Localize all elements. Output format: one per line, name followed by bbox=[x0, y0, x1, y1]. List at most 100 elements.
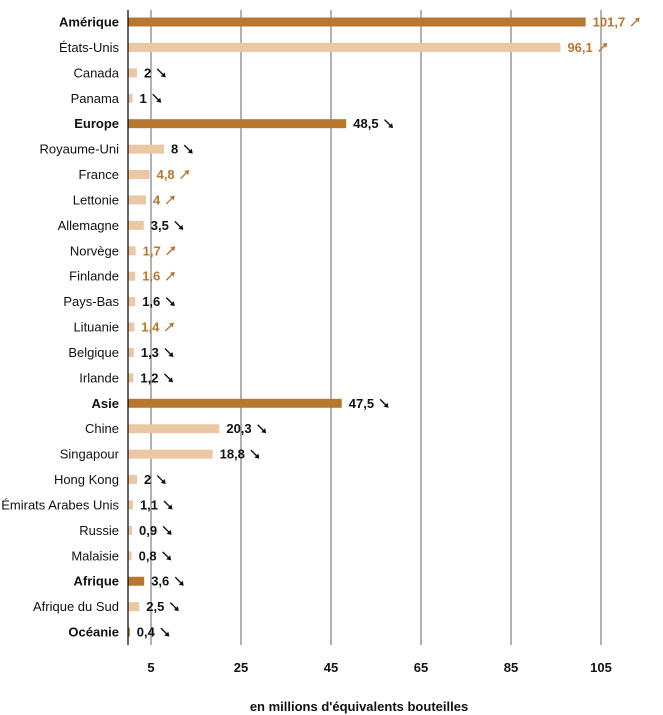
value-label: 1,2 bbox=[140, 370, 158, 385]
category-label: États-Unis bbox=[59, 40, 119, 55]
bar bbox=[128, 322, 135, 332]
trend-down-arrow-icon bbox=[379, 398, 389, 408]
x-tick-label: 85 bbox=[504, 660, 518, 675]
bar bbox=[128, 68, 137, 78]
bar bbox=[128, 297, 136, 307]
trend-down-arrow-icon bbox=[163, 373, 173, 383]
value-label: 1,6 bbox=[142, 269, 160, 284]
category-label: Pays-Bas bbox=[63, 294, 119, 309]
value-label: 1,6 bbox=[142, 294, 160, 309]
trend-down-arrow-icon bbox=[162, 525, 172, 535]
category-label: Hong Kong bbox=[54, 472, 119, 487]
trend-up-arrow-icon bbox=[164, 322, 174, 332]
category-labels: AmériqueÉtats-UnisCanadaPanamaEuropeRoya… bbox=[1, 15, 120, 640]
trend-down-arrow-icon bbox=[165, 297, 175, 307]
value-label: 1,7 bbox=[143, 243, 161, 258]
grid-lines bbox=[150, 10, 602, 645]
value-label: 0,4 bbox=[137, 625, 156, 640]
category-label: Malaisie bbox=[71, 548, 119, 563]
trend-up-arrow-icon bbox=[598, 42, 608, 52]
trend-down-arrow-icon bbox=[152, 93, 162, 103]
trend-down-arrow-icon bbox=[160, 627, 170, 637]
value-label: 48,5 bbox=[353, 116, 378, 131]
value-label: 96,1 bbox=[567, 40, 592, 55]
value-label: 2 bbox=[144, 472, 151, 487]
bar bbox=[128, 525, 133, 535]
bar bbox=[128, 271, 136, 281]
bar bbox=[128, 195, 146, 205]
value-label: 0,8 bbox=[139, 548, 157, 563]
category-label: Lettonie bbox=[73, 192, 119, 207]
bar bbox=[128, 398, 342, 408]
bar bbox=[128, 17, 586, 27]
category-label: Émirats Arabes Unis bbox=[1, 497, 119, 512]
value-label: 1,4 bbox=[141, 320, 160, 335]
category-label: Finlande bbox=[69, 269, 119, 284]
category-label: Allemagne bbox=[58, 218, 119, 233]
bar bbox=[128, 602, 140, 612]
category-label: Belgique bbox=[68, 345, 119, 360]
trend-down-arrow-icon bbox=[183, 144, 193, 154]
value-label: 3,5 bbox=[151, 218, 169, 233]
value-label: 47,5 bbox=[349, 396, 374, 411]
category-label: Singapour bbox=[60, 447, 120, 462]
x-tick-label: 5 bbox=[147, 660, 154, 675]
trend-down-arrow-icon bbox=[162, 551, 172, 561]
value-label: 3,6 bbox=[151, 574, 169, 589]
bar bbox=[128, 576, 145, 586]
category-label: France bbox=[79, 167, 119, 182]
bar bbox=[128, 93, 133, 103]
trend-down-arrow-icon bbox=[174, 576, 184, 586]
x-tick-label: 25 bbox=[234, 660, 248, 675]
bar bbox=[128, 42, 561, 52]
bar bbox=[128, 551, 132, 561]
trend-down-arrow-icon bbox=[163, 500, 173, 510]
bar bbox=[128, 220, 144, 230]
trend-down-arrow-icon bbox=[384, 119, 394, 129]
category-label: Royaume-Uni bbox=[40, 142, 120, 157]
value-label: 4,8 bbox=[157, 167, 175, 182]
trend-up-arrow-icon bbox=[165, 195, 175, 205]
category-label: Europe bbox=[74, 116, 119, 131]
bar bbox=[128, 373, 134, 383]
value-label: 2 bbox=[144, 65, 151, 80]
bar bbox=[128, 246, 136, 256]
category-label: Océanie bbox=[68, 625, 119, 640]
bar bbox=[128, 170, 150, 180]
bar bbox=[128, 449, 213, 459]
bar bbox=[128, 475, 137, 485]
category-label: Afrique bbox=[74, 574, 120, 589]
x-tick-label: 105 bbox=[590, 660, 612, 675]
category-label: Norvège bbox=[70, 243, 119, 258]
trend-up-arrow-icon bbox=[180, 170, 190, 180]
category-label: Lituanie bbox=[73, 320, 119, 335]
trend-down-arrow-icon bbox=[257, 424, 267, 434]
bars bbox=[128, 17, 586, 637]
bar bbox=[128, 119, 347, 129]
trend-down-arrow-icon bbox=[174, 220, 184, 230]
bar bbox=[128, 144, 164, 154]
bar bbox=[128, 500, 133, 510]
value-label: 18,8 bbox=[220, 447, 245, 462]
category-label: Irlande bbox=[79, 370, 119, 385]
trend-up-arrow-icon bbox=[165, 271, 175, 281]
value-label: 1 bbox=[140, 91, 147, 106]
value-labels: 101,796,12148,584,843,51,71,61,61,41,31,… bbox=[137, 15, 640, 640]
x-axis-label: en millions d'équivalents bouteilles bbox=[250, 699, 468, 714]
bar bbox=[128, 424, 220, 434]
value-label: 2,5 bbox=[146, 599, 164, 614]
value-label: 20,3 bbox=[226, 421, 251, 436]
trend-up-arrow-icon bbox=[166, 246, 176, 256]
trend-down-arrow-icon bbox=[169, 602, 179, 612]
category-label: Chine bbox=[85, 421, 119, 436]
bar bbox=[128, 627, 130, 637]
category-label: Canada bbox=[73, 65, 119, 80]
trend-down-arrow-icon bbox=[156, 68, 166, 78]
value-label: 8 bbox=[171, 142, 178, 157]
category-label: Asie bbox=[92, 396, 119, 411]
x-tick-label: 65 bbox=[414, 660, 428, 675]
category-label: Afrique du Sud bbox=[33, 599, 119, 614]
category-label: Panama bbox=[71, 91, 120, 106]
